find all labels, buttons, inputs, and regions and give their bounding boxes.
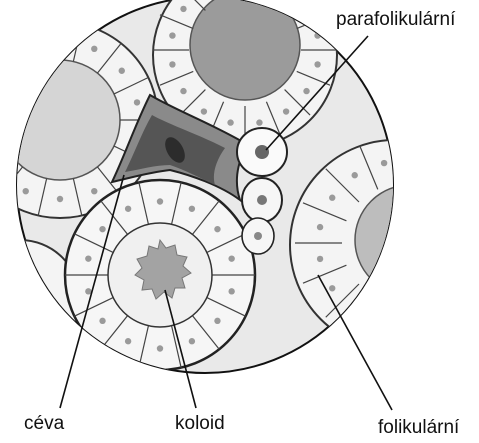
cell-wall: [0, 77, 6, 93]
cell-nucleus: [189, 338, 195, 344]
cell-nucleus: [189, 206, 195, 212]
cell-nucleus: [180, 6, 186, 12]
cell-wall: [441, 169, 474, 202]
cell-nucleus: [214, 318, 220, 324]
cell-wall: [422, 146, 440, 189]
cell-nucleus: [413, 160, 419, 166]
cell-wall: [0, 146, 6, 162]
cell-nucleus: [256, 119, 262, 125]
cell-wall: [441, 284, 474, 317]
cell-nucleus: [57, 196, 63, 202]
cell-nucleus: [0, 166, 1, 172]
cell-nucleus: [91, 188, 97, 194]
cell-nucleus: [157, 345, 163, 351]
cell-nucleus: [465, 285, 471, 291]
cell-wall: [38, 24, 46, 61]
cell-nucleus: [214, 226, 220, 232]
cell-wall: [297, 15, 330, 29]
cell-wall: [454, 203, 479, 221]
cell-nucleus: [227, 119, 233, 125]
cell-nucleus: [303, 88, 309, 94]
cell-nucleus: [85, 288, 91, 294]
cell-nucleus: [314, 61, 320, 67]
cell-nucleus: [352, 308, 358, 314]
cell-nucleus: [201, 108, 207, 114]
label-folikularni: folikulární: [378, 418, 459, 437]
cell-nucleus: [228, 255, 234, 261]
cell-wall: [454, 265, 479, 283]
cell-nucleus: [85, 255, 91, 261]
cell-nucleus: [329, 195, 335, 201]
cell-wall: [0, 43, 23, 73]
cell-nucleus: [157, 198, 163, 204]
cell-wall: [422, 297, 440, 340]
cell-nucleus: [23, 188, 29, 194]
cell-nucleus: [283, 108, 289, 114]
cell-nucleus: [99, 226, 105, 232]
cell-nucleus: [169, 32, 175, 38]
cell-nucleus: [413, 320, 419, 326]
cell-nucleus: [99, 318, 105, 324]
cell-nucleus: [119, 68, 125, 74]
cell-nucleus: [134, 99, 140, 105]
cell-nucleus: [169, 61, 175, 67]
cell-nucleus: [57, 38, 63, 44]
cell-wall: [360, 297, 378, 340]
cell-nucleus: [329, 285, 335, 291]
cell-nucleus: [303, 6, 309, 12]
cell-nucleus: [23, 46, 29, 52]
cell-nucleus: [180, 88, 186, 94]
cell-nucleus: [317, 224, 323, 230]
cell-nucleus: [125, 338, 131, 344]
cell-nucleus: [228, 288, 234, 294]
label-ceva: céva: [24, 414, 64, 433]
cell-nucleus: [381, 320, 387, 326]
cell-nucleus: [0, 68, 1, 74]
cell-nucleus: [442, 172, 448, 178]
cell-nucleus: [442, 308, 448, 314]
follicle-central: [65, 180, 255, 370]
cell-nucleus: [381, 160, 387, 166]
cell-nucleus: [352, 172, 358, 178]
cell-nucleus: [317, 256, 323, 262]
cell-nucleus: [125, 206, 131, 212]
label-koloid: koloid: [175, 414, 225, 433]
cell-nucleus: [465, 195, 471, 201]
label-parafolikularni: parafolikulární: [336, 10, 455, 29]
cell-wall: [285, 0, 310, 10]
cell-nucleus: [91, 46, 97, 52]
